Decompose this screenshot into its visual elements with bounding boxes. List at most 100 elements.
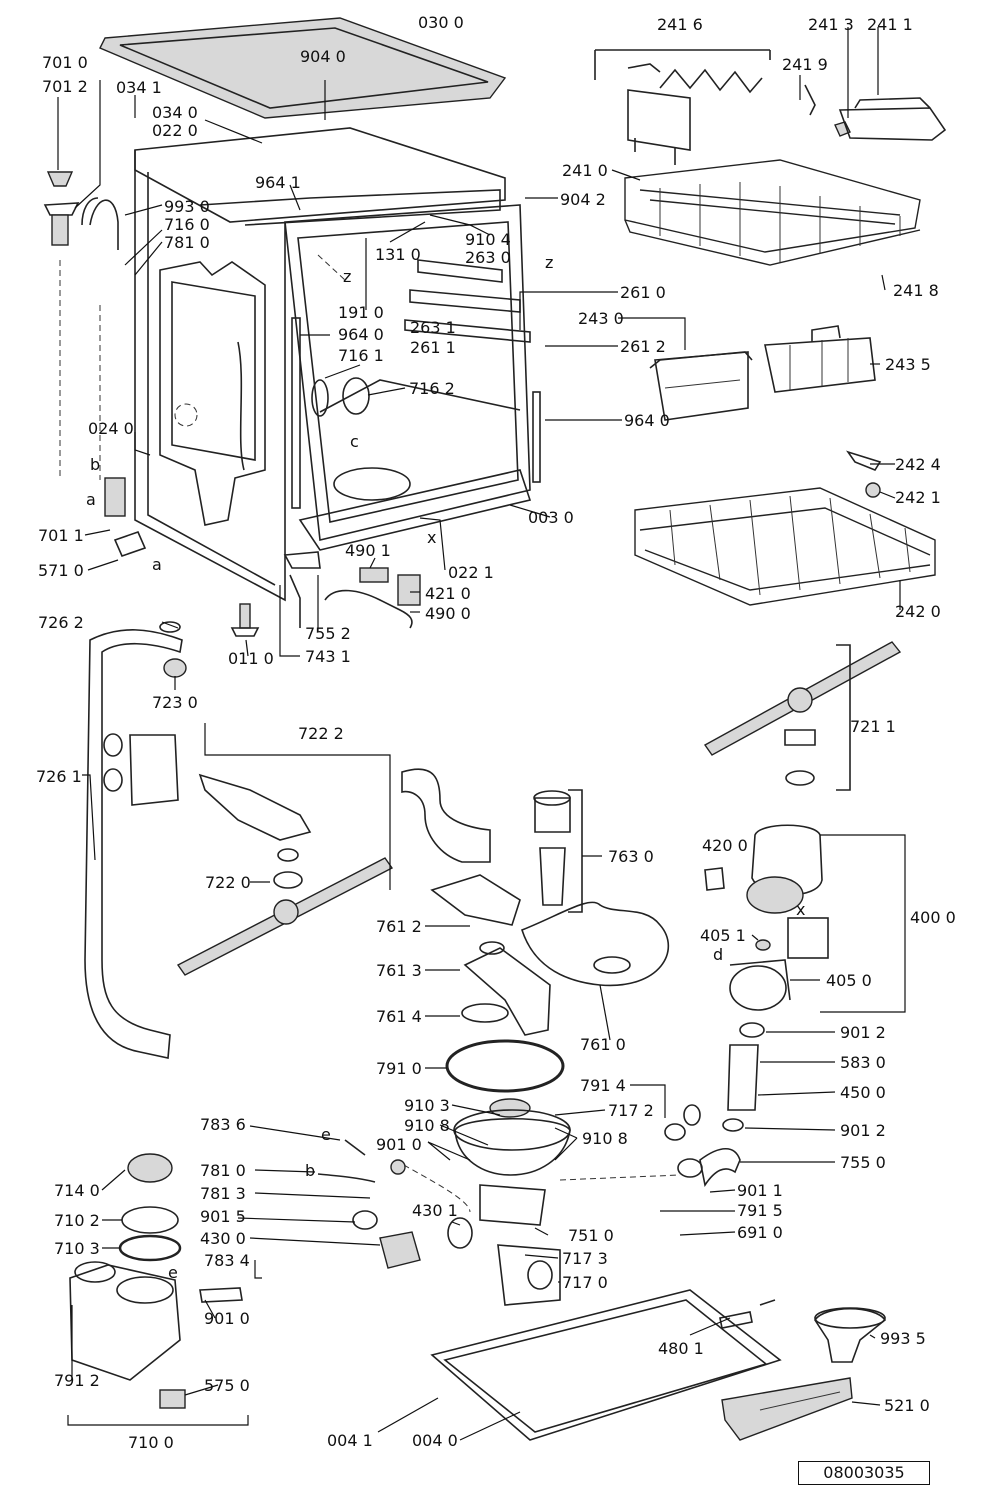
lower-spray-arm	[129, 734, 394, 976]
callout-label: 755 0	[840, 1153, 886, 1172]
callout-label: 717 2	[608, 1101, 654, 1120]
callout-label: 781 3	[200, 1184, 246, 1203]
callout-label: 721 1	[850, 717, 896, 736]
callout-label: 191 0	[338, 303, 384, 322]
letter-mark: b	[305, 1161, 315, 1180]
callout-label: 242 1	[895, 488, 941, 507]
callout-label: 701 0	[42, 53, 88, 72]
callout-label: 241 8	[893, 281, 939, 300]
callout-label: 901 0	[204, 1309, 250, 1328]
door-seal-strips	[237, 317, 541, 509]
tub	[284, 204, 532, 551]
cutlery-baskets	[649, 325, 876, 421]
letter-mark: e	[168, 1263, 178, 1282]
callout-label: 791 0	[376, 1059, 422, 1078]
inlet-valve	[317, 1139, 421, 1269]
callout-label: 022 0	[152, 121, 198, 140]
callout-label: 034 1	[116, 78, 162, 97]
lower-basket	[634, 450, 936, 606]
callout-label: 761 0	[580, 1035, 626, 1054]
callout-label: 755 2	[305, 624, 351, 643]
letter-mark: z	[545, 253, 553, 272]
letter-marks: z z b a a c x x d e e b	[86, 253, 805, 1282]
cabinet-frame	[134, 127, 506, 602]
callout-label: 261 0	[620, 283, 666, 302]
callout-label: 910 8	[404, 1116, 450, 1135]
letter-mark: b	[90, 455, 100, 474]
callout-label: 261 2	[620, 337, 666, 356]
callout-label: 791 2	[54, 1371, 100, 1390]
callout-label: 783 4	[204, 1251, 250, 1270]
callout-label: 022 1	[448, 563, 494, 582]
callout-label: 722 2	[298, 724, 344, 743]
callout-label: 430 0	[200, 1229, 246, 1248]
wash-motor	[704, 824, 829, 1011]
callout-label: 901 2	[840, 1121, 886, 1140]
callout-label: 901 2	[840, 1023, 886, 1042]
callout-label: 783 6	[200, 1115, 246, 1134]
callout-label: 131 0	[375, 245, 421, 264]
callout-label: 716 0	[164, 215, 210, 234]
callout-label: 910 4	[465, 230, 511, 249]
callout-label: 263 1	[410, 318, 456, 337]
callout-label: 710 0	[128, 1433, 174, 1452]
callout-label: 701 2	[42, 77, 88, 96]
callout-label: 993 0	[164, 197, 210, 216]
letter-mark: d	[713, 945, 723, 964]
document-code: 08003035	[798, 1461, 930, 1485]
callout-label: 450 0	[840, 1083, 886, 1102]
letter-mark: c	[350, 432, 359, 451]
callout-label: 243 0	[578, 309, 624, 328]
control-panel	[721, 1377, 853, 1441]
callout-label: 421 0	[425, 584, 471, 603]
filter-assembly	[430, 789, 670, 1036]
callout-label: 243 5	[885, 355, 931, 374]
callout-label: 761 2	[376, 917, 422, 936]
callout-label: 763 0	[608, 847, 654, 866]
callout-label: 717 0	[562, 1273, 608, 1292]
callout-label: 726 2	[38, 613, 84, 632]
callout-label: 480 1	[658, 1339, 704, 1358]
callout-label: 993 5	[880, 1329, 926, 1348]
leader-lines	[57, 27, 906, 1441]
drain-hoses	[664, 1022, 765, 1188]
callout-label: 034 0	[152, 103, 198, 122]
callout-label: 761 3	[376, 961, 422, 980]
callout-label: 261 1	[410, 338, 456, 357]
top-cover	[99, 17, 507, 119]
callout-label: 490 1	[345, 541, 391, 560]
supply-pipe	[84, 621, 187, 1059]
callout-label: 716 2	[409, 379, 455, 398]
callout-label: 901 1	[737, 1181, 783, 1200]
callout-label: 430 1	[412, 1201, 458, 1220]
callout-label: 420 0	[702, 836, 748, 855]
callout-label: 717 3	[562, 1249, 608, 1268]
cable-harness	[283, 551, 421, 629]
callout-label: 901 5	[200, 1207, 246, 1226]
callout-label: 583 0	[840, 1053, 886, 1072]
callout-label: 901 0	[376, 1135, 422, 1154]
callout-label: 761 4	[376, 1007, 422, 1026]
side-insulation	[159, 261, 266, 526]
callout-label: 241 6	[657, 15, 703, 34]
callout-label: 241 0	[562, 161, 608, 180]
callout-label: 722 0	[205, 873, 251, 892]
callout-label: 791 5	[737, 1201, 783, 1220]
callout-label: 723 0	[152, 693, 198, 712]
callout-label: 241 9	[782, 55, 828, 74]
callout-label: 904 2	[560, 190, 606, 209]
callout-label: 241 1	[867, 15, 913, 34]
callout-label: 791 4	[580, 1076, 626, 1095]
fill-hose-assembly	[43, 171, 147, 557]
callout-label: 405 1	[700, 926, 746, 945]
callout-label: 263 0	[465, 248, 511, 267]
callout-label: 004 1	[327, 1431, 373, 1450]
upper-basket	[624, 159, 921, 266]
callout-label: 701 1	[38, 526, 84, 545]
salt-funnel	[814, 1307, 887, 1363]
sump-assembly	[394, 1039, 681, 1306]
circulation-tube	[401, 768, 491, 863]
callout-label: 710 2	[54, 1211, 100, 1230]
callout-label: 575 0	[204, 1376, 250, 1395]
